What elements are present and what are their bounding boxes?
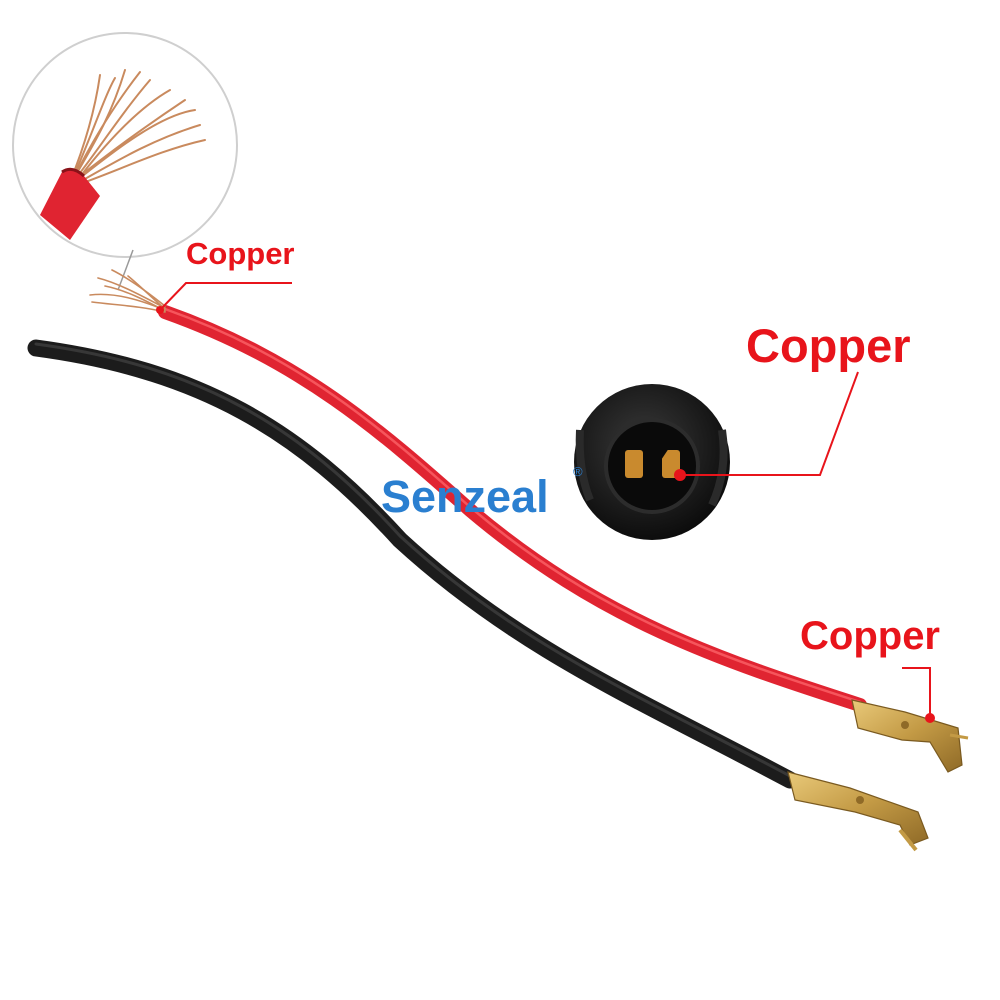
socket-copper-contact-left (625, 450, 643, 478)
copper-label-socket: Copper (746, 319, 911, 372)
stripped-copper-end (89, 269, 166, 313)
registered-mark: ® (573, 464, 583, 479)
bulb-socket (574, 384, 730, 540)
socket-copper-contact-right (662, 450, 680, 478)
callout-dots (156, 306, 935, 723)
red-wire (158, 305, 867, 712)
zoom-pointer-line (117, 249, 134, 291)
zoom-red-insulation (40, 169, 100, 240)
copper-label-terminal: Copper (800, 614, 940, 658)
red-wire-terminal (851, 699, 969, 773)
copper-label-wire-strands: Copper (186, 236, 295, 271)
black-wire-terminal (787, 771, 929, 852)
brand-watermark: Senzeal (381, 471, 549, 522)
zoom-inset (12, 32, 238, 258)
black-wire (27, 339, 799, 789)
callout-lines (159, 282, 931, 718)
